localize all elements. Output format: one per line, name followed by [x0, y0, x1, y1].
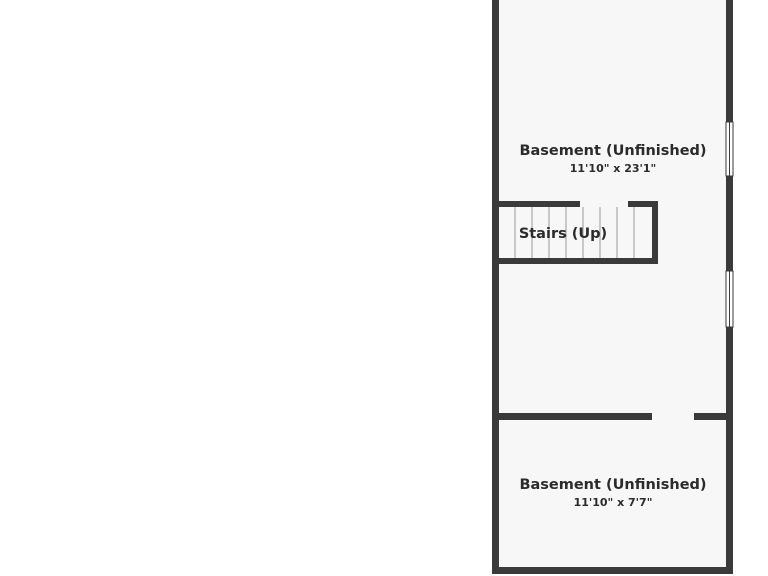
- partition-wall-right: [694, 413, 728, 420]
- stair-top-wall-left: [496, 201, 580, 207]
- stair-walls: [496, 201, 658, 264]
- basement-upper-dimensions: 11'10" x 23'1": [570, 162, 657, 175]
- exterior-walls: [492, 0, 733, 574]
- stairs-name: Stairs (Up): [519, 226, 607, 242]
- right-wall-lower: [726, 327, 733, 574]
- floor-area: [496, 0, 731, 571]
- stair-right-wall: [652, 201, 658, 264]
- stair-bottom-wall: [496, 258, 658, 264]
- stair-treads: [514, 207, 635, 259]
- basement-lower-dimensions: 11'10" x 7'7": [574, 496, 653, 509]
- bottom-wall: [492, 567, 733, 574]
- basement-upper-name: Basement (Unfinished): [519, 143, 706, 159]
- window-upper: [725, 121, 734, 177]
- left-wall: [492, 0, 499, 574]
- partition-wall: [496, 413, 728, 420]
- stair-top-wall-right: [628, 201, 658, 207]
- partition-wall-left: [496, 413, 652, 420]
- right-wall-upper: [726, 0, 733, 122]
- basement-lower-name: Basement (Unfinished): [519, 477, 706, 493]
- right-wall-middle: [726, 176, 733, 271]
- window-lower: [725, 270, 734, 328]
